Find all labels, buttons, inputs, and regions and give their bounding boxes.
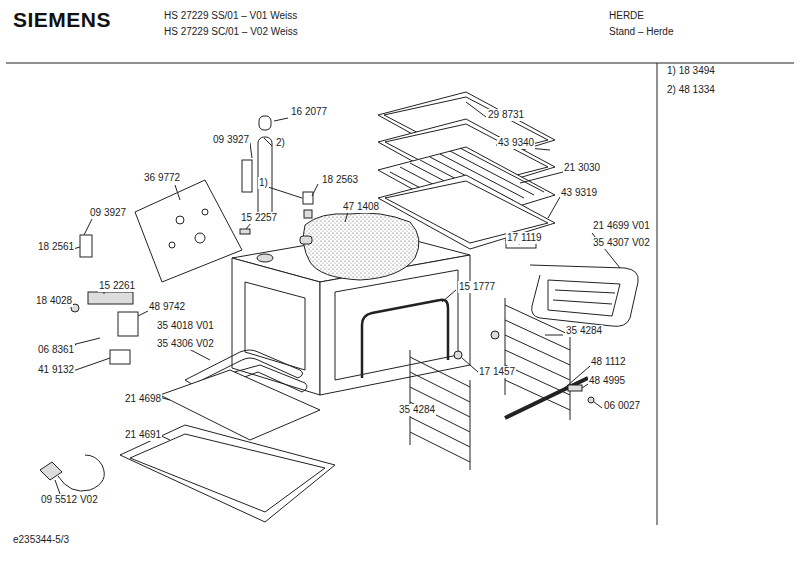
callout-number: 48 9742 [148, 301, 186, 313]
callout-number: 47 1408 [342, 201, 380, 213]
footnote: 1) 18 3494 [666, 65, 716, 77]
callout-number: 21 4698 [124, 393, 162, 405]
callout-number: 15 2261 [98, 280, 136, 292]
callout-number: 41 9132 [37, 364, 75, 376]
category-text: Stand – Herde [608, 26, 675, 38]
callout-number: 18 2561 [37, 241, 75, 253]
callout-number: 43 9319 [560, 187, 598, 199]
callout-number: 16 2077 [290, 106, 328, 118]
callout-number: 15 1777 [458, 281, 496, 293]
callout-number: 48 4995 [588, 375, 626, 387]
callout-number: 1) [258, 177, 269, 189]
category-text: HERDE [608, 10, 645, 22]
callout-number: 06 8361 [37, 344, 75, 356]
callout-number: 48 1112 [590, 356, 627, 368]
model-number: HS 27229 SS/01 – V01 Weiss [163, 10, 298, 22]
callout-number: 09 3927 [212, 134, 250, 146]
callout-number: 35 4307 V02 [592, 237, 651, 249]
callout-number: 21 3030 [563, 162, 601, 174]
callout-number: 35 4284 [565, 325, 603, 337]
callout-number: 2) [275, 137, 286, 149]
callout-number: 35 4284 [398, 404, 436, 416]
callout-number: 35 4018 V01 [156, 320, 215, 332]
callout-number: 21 4699 V01 [592, 220, 651, 232]
callout-number: 18 4028 [35, 295, 73, 307]
callout-number: 17 1457 [478, 366, 516, 378]
brand-logo: SIEMENS [12, 8, 112, 32]
callout-number: 36 9772 [143, 172, 181, 184]
callout-number: 09 5512 V02 [40, 494, 99, 506]
callout-number: 15 2257 [240, 212, 278, 224]
callout-number: 17 1119 [506, 232, 543, 244]
callout-number: 21 4691 [124, 429, 162, 441]
callout-number: 06 0027 [603, 400, 641, 412]
model-number: HS 27229 SC/01 – V02 Weiss [163, 26, 299, 38]
callout-number: 18 2563 [321, 174, 359, 186]
document-id: e235344-5/3 [12, 534, 70, 546]
callout-number: 09 3927 [89, 207, 127, 219]
callout-number: 35 4306 V02 [156, 338, 215, 350]
callout-number: 29 8731 [487, 109, 525, 121]
footnote: 2) 48 1334 [666, 84, 716, 96]
callout-number: 43 9340 [497, 137, 535, 149]
